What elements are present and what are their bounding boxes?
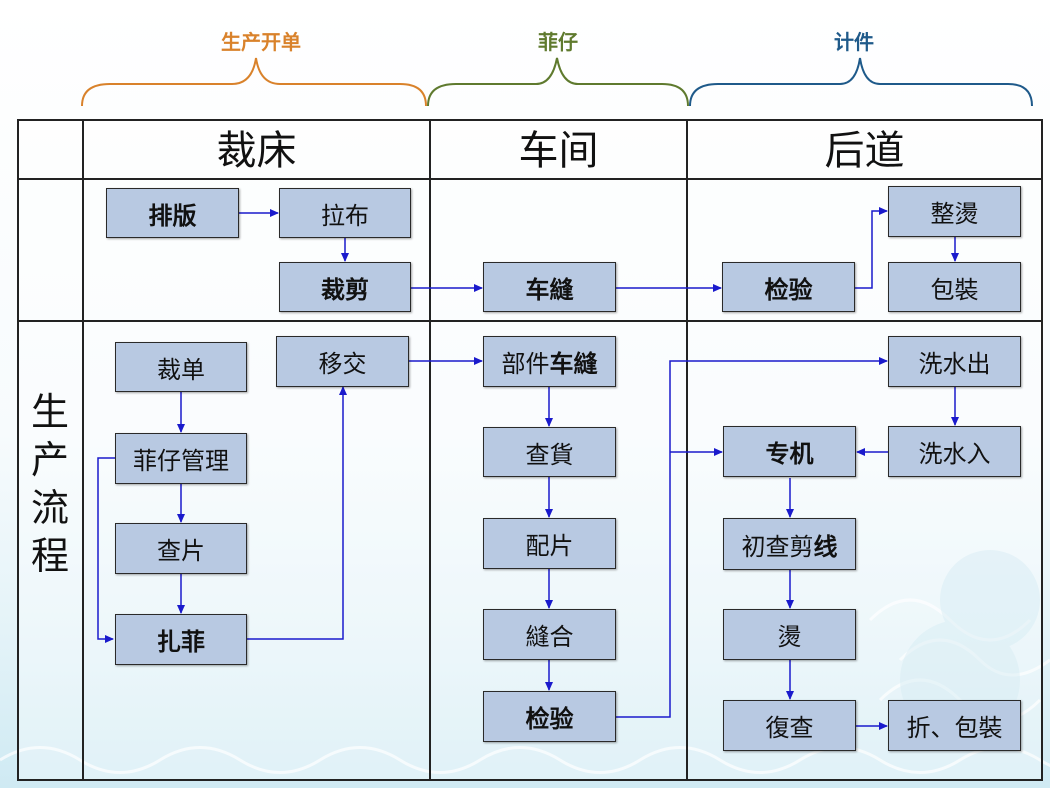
box-wash-in: 洗水入 (888, 426, 1021, 477)
box-goods-check: 查貨 (483, 427, 616, 477)
box-layout-planning: 排版 (106, 188, 239, 238)
box-initial-trim-b: 线 (813, 532, 838, 561)
box-bundling: 扎菲 (115, 614, 247, 665)
box-recheck: 復查 (723, 700, 856, 751)
brace-feizai (427, 57, 689, 107)
side-title-char: 程 (30, 534, 69, 578)
column-header-cutting: 裁床 (216, 128, 297, 174)
box-ironing-top: 整燙 (888, 186, 1021, 237)
box-parts-sewing-b: 车縫 (549, 350, 598, 378)
box-cutting-order: 裁单 (115, 342, 247, 392)
side-title-char: 产 (30, 438, 69, 482)
column-header-finishing: 后道 (824, 128, 905, 174)
box-parts-sewing: 部件车縫 (483, 336, 616, 387)
box-sewing-top-a: 车縫 (525, 275, 574, 304)
box-special-machine: 专机 (723, 426, 856, 477)
box-wash-out: 洗水出 (888, 336, 1021, 387)
side-title-char: 生 (30, 390, 69, 434)
column-header-workshop: 车间 (518, 128, 599, 174)
brace-label-feizai: 菲仔 (538, 30, 578, 54)
box-initial-trim: 初查剪线 (723, 518, 856, 570)
box-ironing: 燙 (723, 609, 856, 660)
box-cutting: 裁剪 (279, 262, 411, 312)
box-initial-trim-a: 初查剪 (741, 532, 814, 561)
box-piece-check: 查片 (115, 523, 247, 574)
box-sewing-top: 车縫 (483, 262, 616, 312)
box-seaming: 縫合 (483, 609, 616, 660)
box-fold-pack: 折、包裝 (888, 700, 1021, 751)
box-bundle-management: 菲仔管理 (115, 433, 247, 484)
brace-label-production-order: 生产开单 (221, 30, 301, 54)
brace-production-order (81, 57, 427, 107)
box-fabric-spreading: 拉布 (279, 188, 411, 238)
brace-piecework (689, 57, 1033, 107)
brace-label-piecework: 计件 (834, 30, 874, 54)
box-inspection-workshop: 检验 (483, 691, 616, 742)
box-transfer: 移交 (276, 336, 409, 387)
box-matching-pieces: 配片 (483, 518, 616, 569)
box-inspection-top: 检验 (722, 262, 855, 312)
box-parts-sewing-a: 部件 (501, 350, 550, 378)
side-title-char: 流 (30, 486, 69, 530)
side-title-production-flow: 生 产 流 程 (22, 388, 78, 580)
box-packing-top: 包裝 (888, 262, 1021, 312)
